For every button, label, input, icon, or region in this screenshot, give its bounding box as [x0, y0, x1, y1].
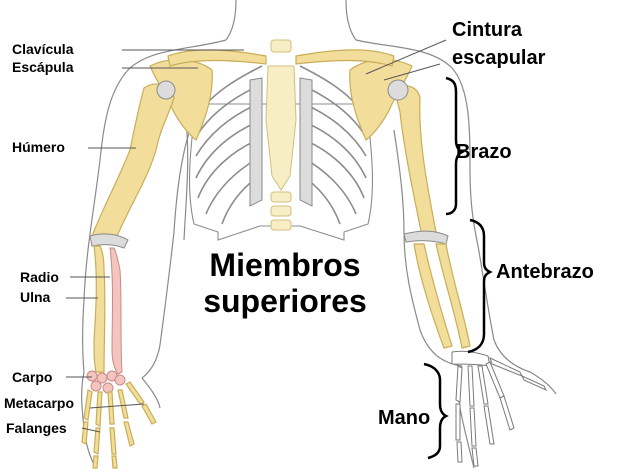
label-cintura: Cintura — [452, 19, 523, 41]
label-mano: Mano — [378, 407, 430, 429]
left-arm-bones — [81, 80, 176, 469]
region-braces — [423, 76, 493, 460]
title-line2: superiores — [203, 283, 367, 319]
label-escapular: escapular — [452, 47, 546, 69]
label-carpo: Carpo — [12, 369, 52, 385]
leader-lines — [66, 39, 447, 433]
label-falanges: Falanges — [6, 420, 67, 436]
right-arm-bones — [387, 79, 548, 467]
label-radio: Radio — [20, 269, 59, 285]
rib-cage — [188, 39, 374, 241]
label-brazo: Brazo — [456, 141, 512, 163]
label-escapula: Escápula — [12, 59, 74, 75]
label-antebrazo: Antebrazo — [496, 261, 594, 283]
title-line1: Miembros — [209, 247, 360, 283]
body-outline — [81, 0, 557, 469]
shoulder-girdle — [149, 49, 413, 141]
region-labels: Cintura escapular Brazo Antebrazo Mano — [378, 19, 594, 429]
label-metacarpo: Metacarpo — [4, 395, 74, 411]
diagram-title: Miembros superiores — [203, 247, 367, 319]
bone-labels: Clavícula Escápula Húmero Radio Ulna Car… — [4, 41, 74, 436]
label-clavicula: Clavícula — [12, 41, 74, 57]
label-ulna: Ulna — [20, 289, 51, 305]
label-humero: Húmero — [12, 139, 65, 155]
